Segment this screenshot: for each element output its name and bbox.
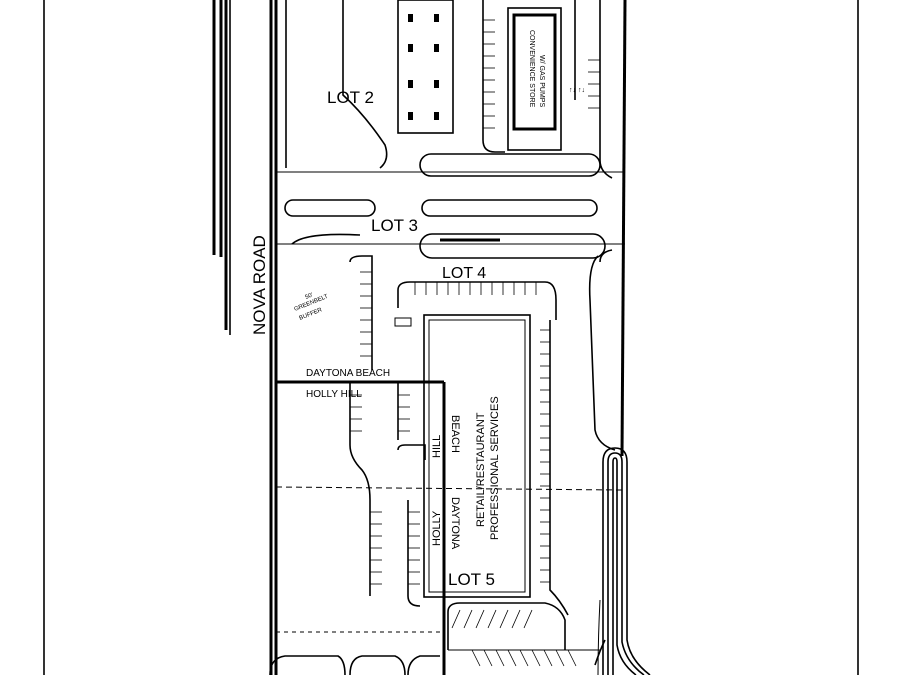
nova-road-rails <box>212 0 278 675</box>
east-access-road <box>597 447 651 675</box>
vertical-hill-label: HILL <box>431 435 443 458</box>
lot-4-east-stalls <box>540 329 550 583</box>
city-boundary-line <box>276 380 446 675</box>
property-east-boundary <box>620 0 627 457</box>
lot-4-top-stalls <box>414 282 537 295</box>
road-label: NOVA ROAD <box>250 235 269 335</box>
lot-4-parking <box>349 249 616 451</box>
professional-services-label: PROFESSIONAL SERVICES <box>489 396 501 540</box>
drive-arrow-marks: ↑↓ ↑↓ <box>569 87 585 94</box>
lot-5-angled-stalls <box>451 609 577 667</box>
lot-2-stalls <box>483 19 495 129</box>
retail-restaurant-label: RETAIL/RESTAURANT <box>475 412 487 527</box>
sheet-border <box>43 0 859 675</box>
greenbelt-label-1: 50' <box>305 292 315 300</box>
vertical-holly-label: HOLLY <box>431 510 443 546</box>
vertical-daytona-label: DAYTONA <box>449 497 461 550</box>
vertical-beach-label: BEACH <box>449 415 461 453</box>
lot-2-east-stalls <box>588 59 600 109</box>
convenience-store-label: CONVENIENCE STORE <box>528 30 535 108</box>
daytona-beach-label: DAYTONA BEACH <box>306 368 390 379</box>
lot-2-label: LOT 2 <box>327 88 374 107</box>
gas-pumps-label: W/ GAS PUMPS <box>538 55 545 107</box>
holly-hill-area <box>269 382 623 675</box>
holly-hill-label: HOLLY HILL <box>306 389 362 400</box>
lot-4-label: LOT 4 <box>442 265 486 282</box>
lot-5-parking <box>447 602 606 667</box>
retail-building <box>423 314 569 616</box>
lot-4-west-stalls <box>360 271 372 357</box>
holly-hill-stalls <box>350 394 420 585</box>
lot-3-label: LOT 3 <box>371 216 418 235</box>
gas-pump-islands <box>408 14 439 120</box>
lot-5-label: LOT 5 <box>448 570 495 589</box>
lot-2-area: ↑↓ ↑↓ <box>285 0 613 179</box>
lot-3-drive-aisles <box>276 153 625 259</box>
